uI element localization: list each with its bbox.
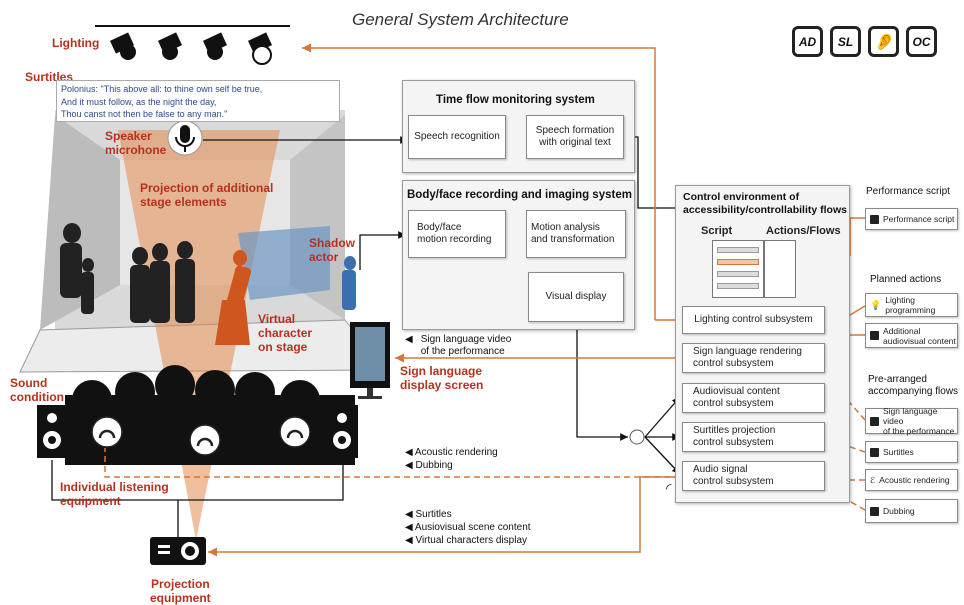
light-bulb-icon: 💡 (870, 300, 882, 310)
sign-language-icon: SL (830, 26, 861, 57)
lighting-programming-text: Lighting programming (885, 295, 936, 315)
virtual-chars-output-text: Virtual characters display (415, 535, 528, 546)
actions-flows-icon (764, 240, 796, 298)
lighting-programming-box: 💡Lighting programming (865, 293, 958, 317)
surtitles-output-text: Surtitles (415, 509, 452, 520)
prearranged-header: Pre-arranged accompanying flows (868, 374, 959, 397)
sign-language-screen-label: Sign language display screen (400, 364, 484, 392)
virtual-chars-output-item: ◀ Virtual characters display (405, 534, 531, 547)
time-flow-title: Time flow monitoring system (436, 94, 595, 106)
control-title: Control environment of accessibility/con… (683, 191, 847, 216)
sign-video-box: Sign language video of the performance (865, 406, 958, 436)
sign-video-output-text: Sign language video of the performance (420, 334, 512, 357)
audio-description-icon: AD (792, 26, 823, 57)
motion-recording-box: Body/face motion recording (408, 210, 506, 258)
hearing-assistance-icon: 👂 (868, 26, 899, 57)
dubbing-text: Dubbing (883, 506, 915, 516)
script-label: Script (701, 225, 733, 237)
script-icon (870, 214, 879, 224)
speaker-microphone-label: Speaker microhone (105, 129, 167, 157)
projection-equipment-label: Projection equipment (150, 577, 211, 605)
planned-actions-header: Planned actions (870, 274, 942, 285)
sign-video-icon (870, 416, 879, 426)
additional-av-text: Additional audiovisual content (883, 325, 956, 346)
lighting-label: Lighting (52, 36, 100, 50)
left-arrow-icon: ◀ (405, 334, 413, 345)
left-arrow-icon: ◀ (405, 522, 415, 533)
audiovisual-content-subsystem: Audiovisual content control subsystem (682, 383, 825, 413)
surtitles-projection-subsystem: Surtitles projection control subsystem (682, 422, 825, 452)
av-scene-output-text: Ausiovisual scene content (414, 522, 531, 533)
acoustic-rendering-text: Acoustic rendering (879, 475, 950, 485)
acoustic-output-text: Acoustic rendering (414, 447, 498, 458)
surtitles-icon (870, 447, 879, 457)
projection-output-list: ◀ Surtitles ◀ Ausiovisual scene content … (405, 508, 531, 547)
sign-video-output-label: ◀ Sign language video of the performance (405, 334, 511, 358)
sign-language-rendering-subsystem: Sign language rendering control subsyste… (682, 343, 825, 373)
surtitles-box: Surtitles (865, 441, 958, 463)
av-scene-output-item: ◀ Ausiovisual scene content (405, 521, 531, 534)
acoustic-output-list: ◀ Acoustic rendering ◀ Dubbing (405, 446, 498, 472)
virtual-character-label: Virtual character on stage (258, 312, 313, 354)
dubbing-output-item: ◀ Dubbing (405, 459, 498, 472)
ear-icon: ℰ (870, 475, 876, 485)
motion-analysis-box: Motion analysis and transformation (526, 210, 626, 258)
dubbing-output-text: Dubbing (415, 460, 453, 471)
diagram-title: General System Architecture (352, 10, 569, 29)
surtitle-text-box: Polonius: "This above all: to thine own … (56, 80, 340, 122)
media-icon (870, 331, 879, 340)
surtitles-output-item: ◀ Surtitles (405, 508, 531, 521)
individual-listening-label: Individual listening equipment (60, 480, 169, 508)
actions-flows-label: Actions/Flows (766, 225, 841, 237)
speech-recognition-box: Speech recognition (408, 115, 506, 159)
script-document-icon (712, 240, 764, 298)
lighting-control-subsystem: Lighting control subsystem (682, 306, 825, 334)
sound-condition-label: Sound condition (10, 376, 64, 404)
wifi-icon: ◜ (666, 480, 672, 496)
open-captions-icon: OC (906, 26, 937, 57)
sign-video-text: Sign language video of the performance (883, 406, 955, 436)
acoustic-output-item: ◀ Acoustic rendering (405, 446, 498, 459)
projection-elements-label: Projection of additional stage elements (140, 181, 274, 209)
additional-av-box: Additional audiovisual content (865, 323, 958, 348)
surtitle-text: Polonius: "This above all: to thine own … (61, 84, 263, 119)
audio-signal-subsystem: Audio signal control subsystem (682, 461, 825, 491)
surtitles-text: Surtitles (883, 447, 914, 457)
left-arrow-icon: ◀ (405, 447, 415, 458)
speech-formation-box: Speech formation with original text (526, 115, 624, 159)
left-arrow-icon: ◀ (405, 535, 416, 546)
performance-script-box: Performance script (865, 208, 958, 230)
visual-display-box: Visual display (528, 272, 624, 322)
shadow-actor-label: Shadow actor (309, 236, 356, 264)
dubbing-box: Dubbing (865, 499, 958, 523)
performance-script-text: Performance script (883, 214, 955, 224)
performance-script-header: Performance script (866, 186, 950, 197)
dubbing-icon (870, 506, 879, 516)
left-arrow-icon: ◀ (405, 509, 416, 520)
body-face-title: Body/face recording and imaging system (407, 189, 632, 201)
left-arrow-icon: ◀ (405, 460, 416, 471)
